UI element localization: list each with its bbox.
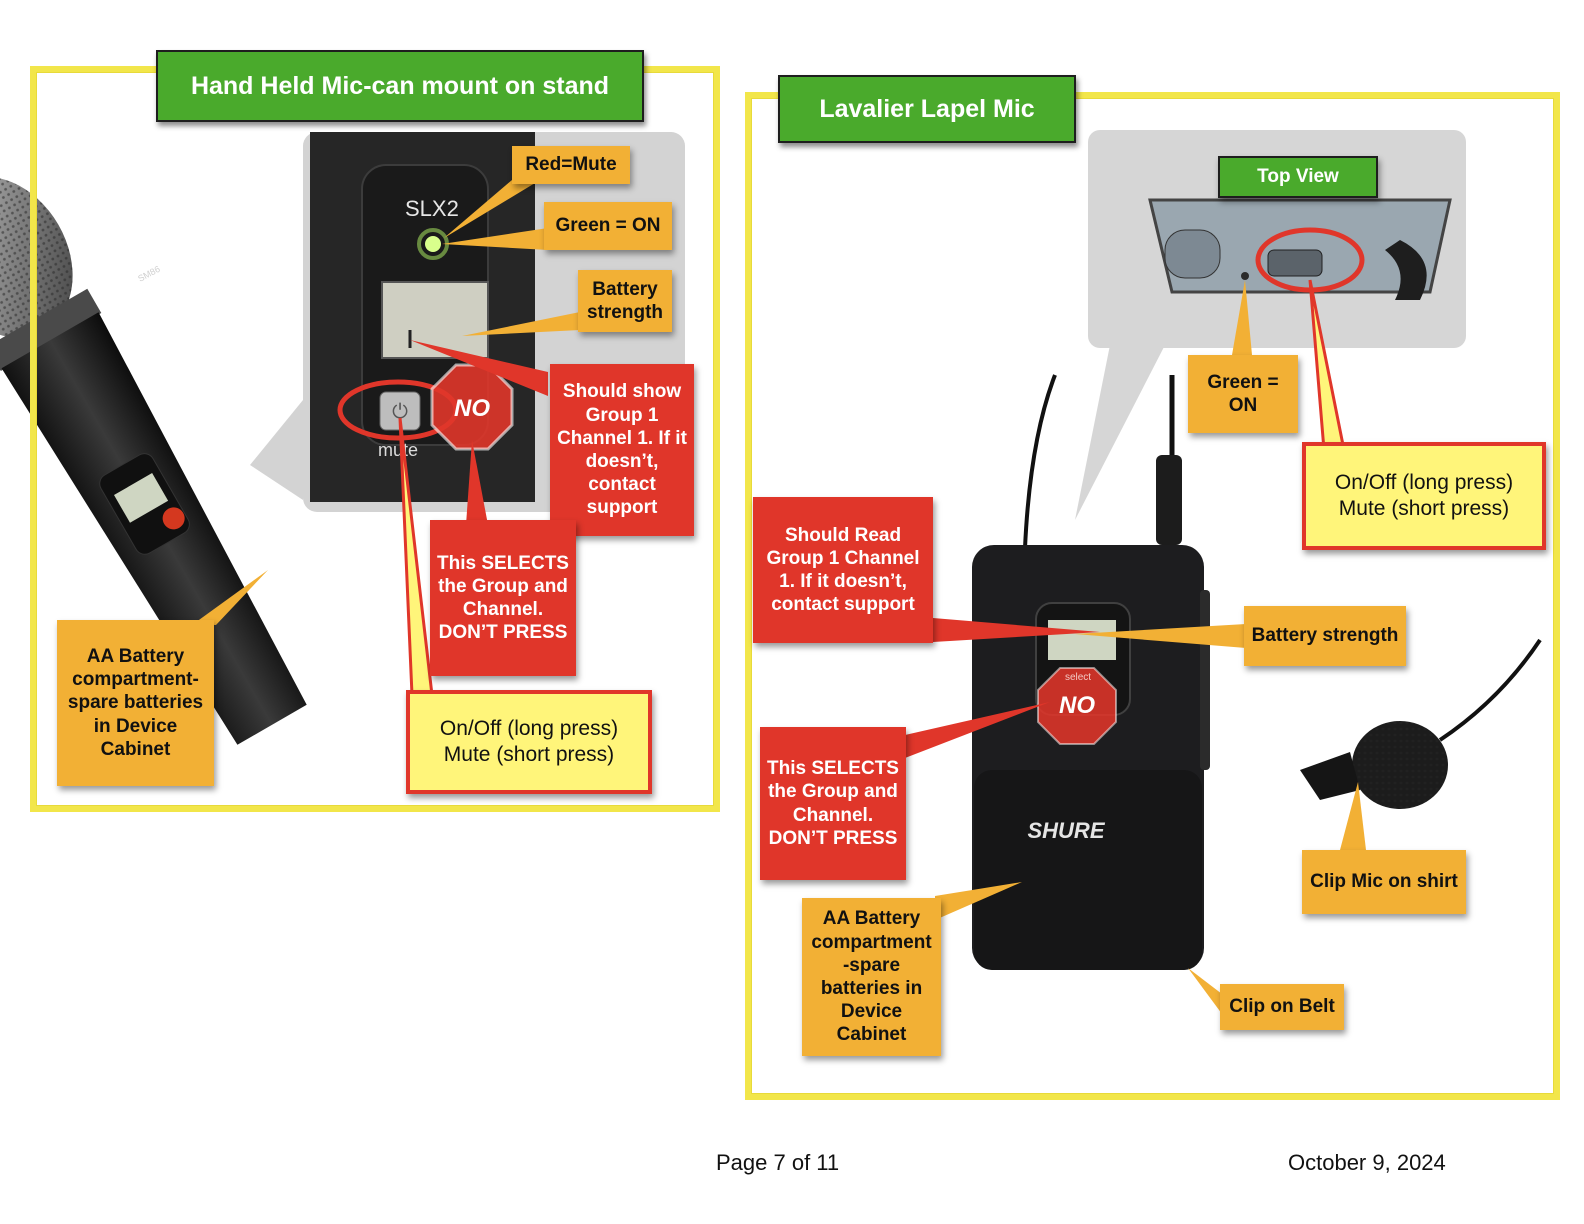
callout-battery-compartment-handheld: AA Battery compartment-spare batteries i…: [57, 620, 214, 786]
pointer-selects-bodypack: [905, 702, 1050, 758]
callout-should-read: Should Read Group 1 Channel 1. If it doe…: [753, 497, 933, 643]
pointer-red-mute: [444, 180, 540, 238]
pointer-clip-mic: [1340, 782, 1366, 850]
pointer-green-on: [442, 228, 548, 250]
pointer-battery-strength: [1075, 624, 1246, 648]
callout-clip-mic: Clip Mic on shirt: [1302, 850, 1466, 914]
bodypack-brand-logo: SHURE: [1027, 818, 1105, 843]
handheld-panel-title: Hand Held Mic-can mount on stand: [156, 50, 644, 122]
pointer-battery-compartment: [192, 570, 268, 625]
callout-clip-belt: Clip on Belt: [1220, 984, 1344, 1030]
callout-selects-bodypack: This SELECTS the Group and Channel. DON’…: [760, 727, 906, 880]
callout-on-off-handheld: On/Off (long press) Mute (short press): [406, 690, 652, 794]
on-off-line-bodypack: On/Off (long press): [1334, 471, 1514, 495]
handheld-model-label: SLX2: [405, 196, 459, 221]
handheld-mute-label: mute: [378, 440, 418, 460]
page-number: Page 7 of 11: [716, 1150, 840, 1175]
svg-text:⏻: ⏻: [392, 399, 408, 423]
lavalier-panel-title: Lavalier Lapel Mic: [778, 75, 1076, 143]
on-off-line: On/Off (long press): [439, 717, 619, 741]
callout-battery-compartment-bodypack: AA Battery compartment -spare batteries …: [802, 898, 941, 1056]
pointer-selects: [466, 440, 488, 525]
no-sign-text-bodypack: NO: [1059, 692, 1095, 719]
mute-line-bodypack: Mute (short press): [1338, 497, 1510, 520]
callout-red-mute: Red=Mute: [512, 146, 630, 184]
callout-selects-handheld: This SELECTS the Group and Channel. DON’…: [430, 520, 576, 676]
callout-should-show: Should show Group 1 Channel 1. If it doe…: [550, 364, 694, 536]
lavalier-panel-frame: [745, 92, 1560, 1100]
pointer-top-green-on: [1232, 280, 1252, 355]
pointer-should-show: [410, 340, 548, 396]
no-sign-text-handheld: NO: [454, 395, 490, 422]
lapel-clip-mic-photo: [1300, 638, 1542, 809]
callout-battery-strength: Battery strength: [578, 270, 672, 332]
callout-on-off-bodypack: On/Off (long press) Mute (short press): [1302, 442, 1546, 550]
bodypack-transmitter-photo: [972, 374, 1210, 970]
bodypack-select-label: select: [1065, 672, 1091, 683]
pointer-should-read: [933, 618, 1100, 642]
handheld-microphone-photo: [0, 176, 307, 745]
callout-battery-strength-bodypack: Battery strength: [1244, 606, 1406, 666]
pointer-clip-belt: [1188, 968, 1222, 1014]
document-date: October 9, 2024: [1288, 1150, 1446, 1175]
callout-top-green-on: Green = ON: [1188, 355, 1298, 433]
pointer-battery: [462, 312, 580, 336]
mute-line: Mute (short press): [443, 743, 615, 766]
callout-green-on: Green = ON: [544, 202, 672, 250]
top-view-label: Top View: [1218, 156, 1378, 198]
pointer-battery-compartment-bodypack: [935, 882, 1022, 920]
